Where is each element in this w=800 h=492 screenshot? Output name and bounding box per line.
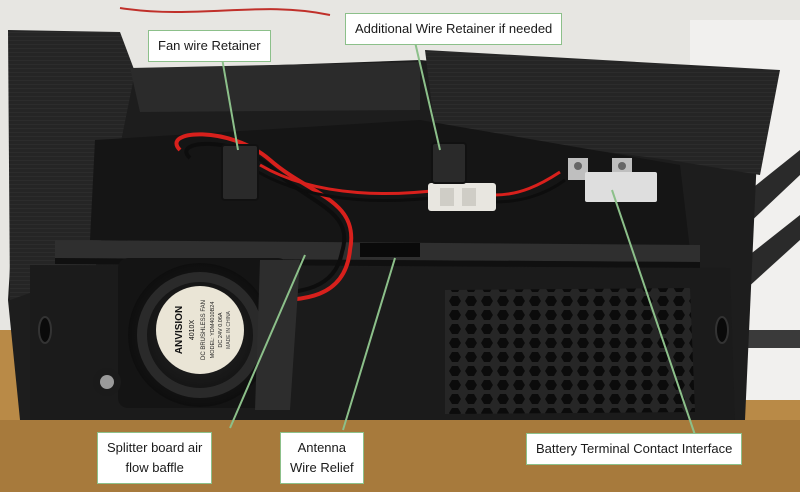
leader-lines	[221, 41, 696, 436]
svg-text:MADE IN CHINA: MADE IN CHINA	[226, 310, 232, 348]
right-mount-slot	[715, 316, 729, 344]
fan: ANVISION 4010X DC BRUSHLESS FAN MODEL: Y…	[93, 258, 288, 408]
svg-text:4010X: 4010X	[189, 320, 196, 341]
svg-text:DC BRUSHLESS FAN: DC BRUSHLESS FAN	[201, 300, 207, 360]
right-wall	[425, 50, 780, 175]
svg-text:MODEL: YDM4010B24: MODEL: YDM4010B24	[210, 302, 216, 359]
wire-connector	[428, 183, 496, 211]
label-battery-terminal: Battery Terminal Contact Interface	[526, 433, 743, 466]
antenna-wire-relief-slot	[360, 243, 420, 257]
wires	[174, 132, 566, 302]
left-mount-slot	[38, 316, 52, 344]
fan-wire-retainer-clip	[221, 144, 259, 201]
battery-terminals	[568, 158, 657, 202]
svg-text:DC 24V 0.06A: DC 24V 0.06A	[218, 312, 224, 347]
left-wall	[8, 30, 135, 300]
label-fan-wire-retainer: Fan wire Retainer	[148, 30, 271, 63]
splitter-baffle	[255, 260, 300, 410]
additional-wire-retainer-clip	[431, 142, 467, 184]
label-additional-wire-retainer: Additional Wire Retainer if needed	[345, 13, 563, 46]
back-wall-left	[130, 62, 420, 112]
label-splitter-board-baffle: Splitter board air flow baffle	[97, 432, 213, 485]
background-red-wire	[119, 7, 331, 16]
fan-brand: ANVISION	[174, 306, 185, 354]
fan-sticker: ANVISION 4010X DC BRUSHLESS FAN MODEL: Y…	[156, 286, 244, 374]
hex-vent	[445, 288, 695, 414]
label-antenna-wire-relief: Antenna Wire Relief	[280, 432, 364, 485]
